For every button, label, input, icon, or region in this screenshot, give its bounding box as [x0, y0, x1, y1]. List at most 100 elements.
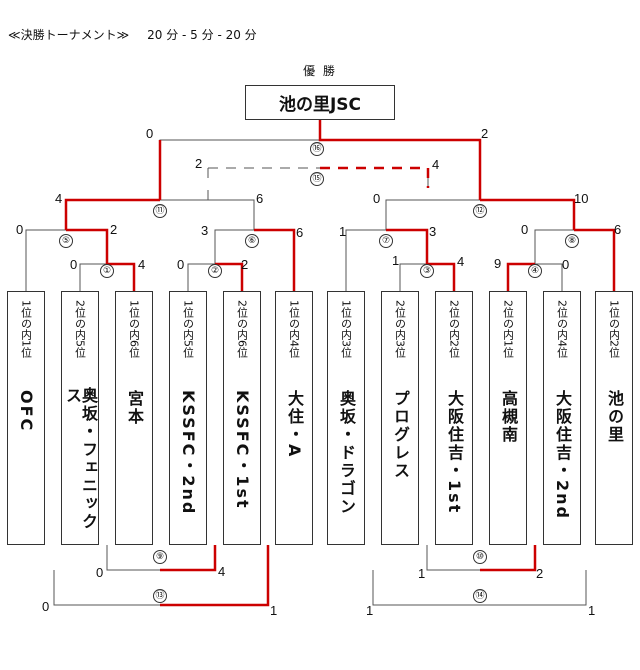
score-left: 4	[55, 191, 63, 206]
match-number: ⑧	[565, 234, 579, 248]
win-line-m16	[318, 120, 482, 200]
team-slot: 1位の内6位宮本	[115, 291, 153, 545]
team-slot: 2位の内1位高槻南	[489, 291, 527, 545]
match-number: ⑥	[245, 234, 259, 248]
match-number: ①	[100, 264, 114, 278]
win-line-m1	[107, 262, 136, 291]
win-line-m4	[506, 262, 535, 291]
team-seed: 1位の内5位	[181, 300, 195, 358]
score-right: 6	[296, 225, 304, 240]
bracket-winner-lines	[64, 120, 616, 607]
score-left: 0	[42, 599, 50, 614]
score-left: 0	[70, 257, 78, 272]
score-left: 3	[201, 223, 209, 238]
win-line-m8	[574, 228, 616, 291]
score-left: 0	[177, 257, 185, 272]
match-number: ⑩	[473, 550, 487, 564]
match-number: ⑤	[59, 234, 73, 248]
score-right: 2	[241, 257, 249, 272]
team-slot: 1位の内2位池の里	[595, 291, 633, 545]
team-seed: 2位の内4位	[555, 300, 569, 358]
score-left: 0	[96, 565, 104, 580]
tournament-title: ≪決勝トーナメント≫	[8, 28, 130, 42]
match-time-format: 20 分 - 5 分 - 20 分	[147, 28, 257, 42]
match-number: ⑭	[473, 589, 487, 603]
team-name: KSSFC・1st	[233, 390, 252, 510]
win-line-m7	[386, 228, 429, 264]
score-left: 0	[373, 191, 381, 206]
win-line-m12	[480, 198, 576, 230]
tournament-header: ≪決勝トーナメント≫ 20 分 - 5 分 - 20 分	[8, 26, 257, 43]
team-seed: 1位の内1位	[19, 300, 33, 358]
team-seed: 2位の内2位	[447, 300, 461, 358]
score-right: 2	[110, 222, 118, 237]
team-name: 奥坂・フェニックス	[63, 387, 98, 532]
score-right: 4	[218, 564, 226, 579]
team-seed: 1位の内4位	[287, 300, 301, 358]
match-number: ⑨	[153, 550, 167, 564]
win-line-m6	[254, 228, 296, 291]
score-left: 0	[521, 222, 529, 237]
score-right: 4	[432, 157, 440, 172]
match-number: ④	[528, 264, 542, 278]
match-number: ③	[420, 264, 434, 278]
team-seed: 2位の内6位	[235, 300, 249, 358]
team-slot: 2位の内6位 KSSFC・1st	[223, 291, 261, 545]
team-seed: 2位の内1位	[501, 300, 515, 358]
team-slot: 1位の内1位 OFC	[7, 291, 45, 545]
score-right: 4	[457, 254, 465, 269]
team-name: 大阪住吉・2nd	[553, 390, 572, 520]
team-slot: 2位の内2位大阪住吉・1st	[435, 291, 473, 545]
score-right: 2	[481, 126, 489, 141]
score-left: 1	[366, 603, 374, 618]
score-left: 0	[146, 126, 154, 141]
team-seed: 1位の内6位	[127, 300, 141, 358]
score-right: 0	[562, 257, 570, 272]
match-number: ⑬	[153, 589, 167, 603]
team-name: 奥坂・ドラゴン	[337, 390, 356, 516]
score-left: 1	[418, 566, 426, 581]
team-seed: 1位の内3位	[339, 300, 353, 358]
match-number: ②	[208, 264, 222, 278]
team-slot: 1位の内5位 KSSFC・2nd	[169, 291, 207, 545]
score-left: 9	[494, 256, 502, 271]
team-slot: 2位の内4位大阪住吉・2nd	[543, 291, 581, 545]
team-slot: 1位の内4位大住・A	[275, 291, 313, 545]
match-number: ⑦	[379, 234, 393, 248]
team-slot: 2位の内3位プログレス	[381, 291, 419, 545]
score-left: 2	[195, 156, 203, 171]
score-right: 1	[588, 603, 596, 618]
team-name: KSSFC・2nd	[179, 390, 198, 516]
team-seed: 1位の内2位	[607, 300, 621, 358]
win-line-m13	[160, 545, 270, 607]
score-right: 3	[429, 224, 437, 239]
win-line-m11	[64, 198, 160, 230]
team-name: 大阪住吉・1st	[445, 390, 464, 515]
win-line-m2	[215, 262, 244, 291]
score-right: 4	[138, 257, 146, 272]
score-right: 2	[536, 566, 544, 581]
team-seed: 2位の内5位	[73, 300, 87, 358]
match-number: ⑮	[310, 172, 324, 186]
score-right: 1	[270, 603, 278, 618]
win-line-m10	[480, 545, 537, 572]
match-number: ⑫	[473, 204, 487, 218]
win-line-m9	[160, 545, 217, 572]
champion-label: 優 勝	[303, 64, 337, 78]
team-name: 高槻南	[499, 390, 518, 444]
team-slot: 2位の内5位奥坂・フェニックス	[61, 291, 99, 545]
champion-name: 池の里JSC	[278, 95, 362, 115]
win-line-m5	[66, 228, 109, 264]
score-left: 1	[392, 253, 400, 268]
win-line-m15	[320, 166, 430, 188]
team-name: 宮本	[125, 390, 144, 426]
match-number: ⑪	[153, 204, 167, 218]
score-right: 6	[256, 191, 264, 206]
score-right: 10	[574, 191, 589, 206]
team-slot: 1位の内3位奥坂・ドラゴン	[327, 291, 365, 545]
team-name: OFC	[17, 390, 36, 433]
champion-box: 池の里JSC	[245, 85, 395, 120]
match-number: ⑯	[310, 142, 324, 156]
score-left: 0	[16, 222, 24, 237]
